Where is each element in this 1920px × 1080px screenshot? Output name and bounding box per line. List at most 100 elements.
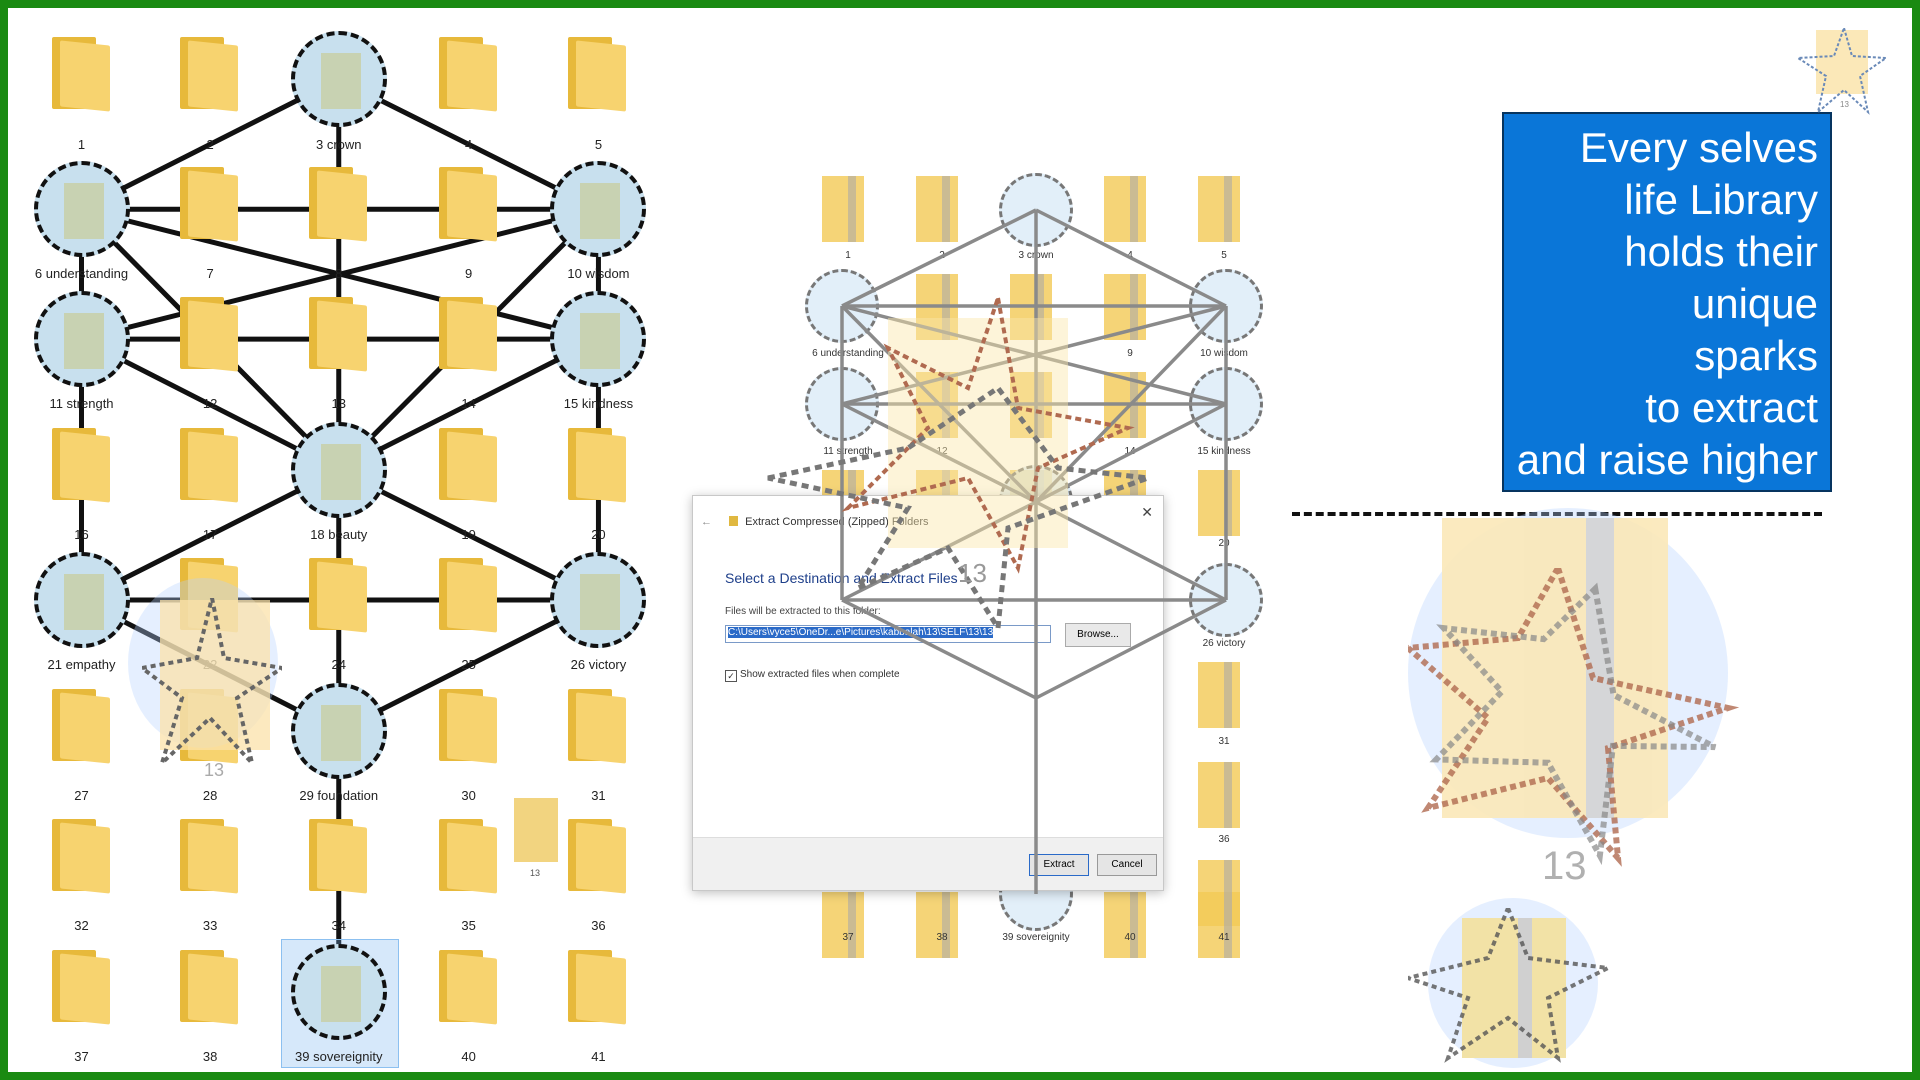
folder-icon[interactable] [51,950,112,1025]
folder-icon[interactable] [568,818,628,894]
sefira-node[interactable] [805,367,879,441]
folder-icon[interactable] [568,428,628,503]
folder-front [188,953,239,1025]
folder-icon [63,183,104,240]
sefira-node[interactable] [999,173,1073,247]
connection-line [80,206,600,342]
folder-icon[interactable] [438,297,499,372]
folder-label: 5 [1221,250,1227,261]
zip-folder-icon[interactable] [916,274,968,342]
folder-icon[interactable] [438,818,499,894]
folder-front [446,170,497,242]
zip-folder-icon[interactable] [822,892,874,960]
folder-icon[interactable] [180,167,240,242]
sefira-node[interactable] [550,291,647,388]
folder-icon[interactable] [438,558,499,633]
folder-icon[interactable] [308,297,369,372]
folder-back [1198,662,1240,728]
sefira-node[interactable] [33,552,130,649]
folder-front [446,431,497,503]
folder-label: 32 [74,918,89,934]
zip-folder-icon[interactable] [916,892,968,960]
folder-icon[interactable] [180,818,240,894]
sefira-node[interactable] [1189,367,1263,441]
folder-icon[interactable] [568,689,628,764]
folder-label: 41 [591,1049,606,1065]
folder-icon[interactable] [51,428,112,503]
folder-icon[interactable] [180,428,240,503]
folder-icon[interactable] [438,950,499,1025]
folder-icon[interactable] [308,818,369,894]
back-arrow-icon[interactable]: ← [701,516,712,528]
folder-back [1104,176,1146,242]
quote-line: life Library [1624,176,1818,223]
folder-icon[interactable] [180,950,240,1025]
folder-icon[interactable] [438,689,499,764]
zip-folder-icon[interactable] [1104,372,1156,440]
zip-folder-icon[interactable] [916,372,968,440]
folder-front [316,300,367,372]
folder-label: 38 [202,1049,218,1065]
folder-front [316,822,367,894]
folder-front [59,692,110,764]
dialog-title-row: ← Extract Compressed (Zipped) Folders [701,516,929,528]
sefira-node[interactable] [290,31,387,128]
zip-folder-icon[interactable] [1198,470,1250,538]
sefira-node[interactable] [550,552,647,649]
folder-label: 8 [335,266,343,282]
folder-icon[interactable] [51,818,112,894]
folder-icon[interactable] [568,950,628,1025]
browse-button[interactable]: Browse... [1065,623,1131,647]
zip-folder-icon[interactable] [1198,662,1250,730]
folder-label: 37 [74,1049,89,1065]
folder-front [576,953,627,1025]
folder-icon[interactable] [308,167,369,242]
zip-folder-icon[interactable] [1198,892,1250,960]
zip-folder-icon[interactable] [1104,892,1156,960]
zip-folder-icon[interactable] [1104,176,1156,244]
folder-icon[interactable] [308,558,369,633]
sefira-node[interactable] [550,161,647,258]
zip-folder-icon[interactable] [1198,176,1250,244]
cancel-button[interactable]: Cancel [1097,854,1157,876]
sefira-node[interactable] [33,161,130,258]
folder-icon[interactable] [51,37,112,113]
sefira-node[interactable] [805,269,879,343]
zip-folder-icon[interactable] [822,176,874,244]
quote-line: unique [1691,280,1818,327]
sefira-node[interactable] [290,944,387,1041]
floating-number-label: 13 [204,760,225,780]
sefira-node[interactable] [33,291,130,388]
folder-icon[interactable] [438,37,499,113]
folder-icon [63,574,104,631]
folder-icon[interactable] [180,297,240,372]
folder-back [822,892,864,958]
sefira-node[interactable] [290,683,387,780]
show-files-checkbox-row[interactable]: ✓Show extracted files when complete [725,669,900,682]
folder-icon[interactable] [568,37,628,113]
small-star-outline-icon [1408,908,1615,1063]
zip-folder-icon[interactable] [1010,372,1062,440]
show-files-checkbox[interactable]: ✓ [725,670,737,682]
folder-label: 14 [1124,446,1136,457]
extract-button[interactable]: Extract [1029,854,1089,876]
folder-icon[interactable] [180,37,240,113]
sefira-node[interactable] [290,422,387,519]
zipper-strip [1130,892,1138,958]
sefira-node[interactable] [1189,563,1263,637]
zip-folder-icon[interactable] [1010,274,1062,342]
folder-icon[interactable] [438,428,499,503]
zip-folder-icon[interactable] [1198,762,1250,830]
destination-path-input[interactable]: C:\Users\vyce5\OneDr...e\Pictures\kabbal… [725,625,1051,643]
close-icon[interactable]: ✕ [1141,504,1153,520]
zipper-strip [1130,176,1138,242]
folder-label: 1 [77,136,86,152]
sefira-node[interactable] [1189,269,1263,343]
folder-icon[interactable] [438,167,499,242]
folder-back [1198,176,1240,242]
zip-folder-icon[interactable] [1104,274,1156,342]
zip-folder-icon[interactable] [916,176,968,244]
folder-icon[interactable] [51,689,112,764]
folder-label: 5 [594,136,603,152]
